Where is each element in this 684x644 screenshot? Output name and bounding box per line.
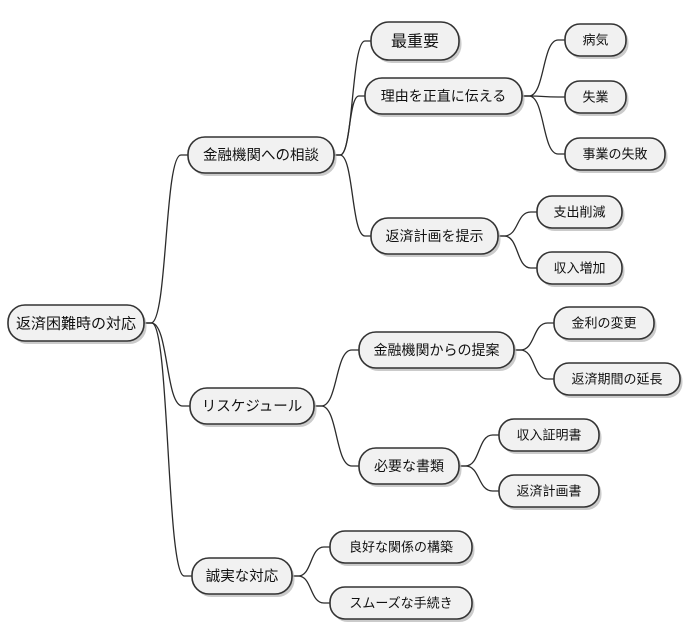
- connector-n2-to-n2b: [314, 405, 359, 467]
- node-label: 金利の変更: [571, 316, 636, 332]
- mindmap-node-n2a2[interactable]: 返済期間の延長: [553, 362, 683, 398]
- mindmap-node-n3a[interactable]: 良好な関係の構築: [329, 530, 475, 566]
- connector-n2b-to-n2b2: [459, 465, 499, 492]
- node-box[interactable]: [191, 557, 293, 595]
- mindmap-node-n2b[interactable]: 必要な書類: [358, 447, 462, 487]
- node-box[interactable]: [498, 418, 600, 452]
- node-box[interactable]: [553, 362, 681, 396]
- node-box[interactable]: [358, 447, 460, 485]
- mindmap-node-n1b1[interactable]: 病気: [564, 23, 629, 59]
- node-box[interactable]: [370, 21, 460, 61]
- connector-n1b-to-n1b1: [522, 39, 565, 97]
- connector-n1-to-n1c: [334, 154, 371, 237]
- node-box[interactable]: [553, 306, 655, 340]
- node-label: 返済計画を提示: [386, 229, 484, 245]
- node-box[interactable]: [498, 474, 600, 508]
- node-label: 返済困難時の対応: [16, 315, 136, 333]
- connector-n3-to-n3b: [292, 575, 330, 604]
- mindmap-node-n3[interactable]: 誠実な対応: [191, 557, 295, 597]
- node-label: 失業: [582, 90, 608, 106]
- node-label: 返済期間の延長: [571, 372, 662, 388]
- mindmap-node-n1b2[interactable]: 失業: [564, 80, 629, 116]
- mindmap-node-root[interactable]: 返済困難時の対応: [7, 304, 147, 344]
- connector-layer: [144, 39, 565, 604]
- node-box[interactable]: [564, 80, 627, 114]
- mindmap-node-n2a[interactable]: 金融機関からの提案: [358, 331, 517, 371]
- node-label: 誠実な対応: [206, 568, 279, 585]
- connector-root-to-n2: [144, 322, 190, 407]
- node-label: 金融機関への相談: [203, 147, 319, 164]
- node-box[interactable]: [370, 217, 499, 255]
- node-label: 必要な書類: [374, 459, 444, 475]
- node-label: 理由を正直に伝える: [381, 88, 507, 105]
- connector-n1c-to-n1c2: [498, 235, 537, 269]
- node-box[interactable]: [564, 137, 666, 171]
- mindmap-node-n1c1[interactable]: 支出削減: [536, 195, 625, 231]
- node-box[interactable]: [364, 77, 523, 115]
- mindmap-node-n1a[interactable]: 最重要: [370, 21, 462, 63]
- mindmap-node-n1b3[interactable]: 事業の失敗: [564, 137, 668, 173]
- connector-root-to-n1: [144, 154, 188, 324]
- connector-n1-to-n1b: [334, 95, 365, 156]
- node-box[interactable]: [564, 23, 627, 57]
- node-label: 金融機関からの提案: [374, 342, 500, 359]
- node-label: 最重要: [391, 32, 439, 51]
- node-label: 収入証明書: [516, 429, 581, 444]
- node-label: 良好な関係の構築: [349, 540, 453, 556]
- mindmap-node-n1c2[interactable]: 収入増加: [536, 251, 625, 287]
- node-box[interactable]: [536, 195, 623, 229]
- mindmap-node-n2[interactable]: リスケジュール: [189, 387, 317, 427]
- node-box[interactable]: [358, 331, 515, 369]
- node-box[interactable]: [329, 586, 473, 620]
- node-label: 病気: [582, 33, 608, 49]
- node-box[interactable]: [7, 304, 145, 342]
- node-box[interactable]: [329, 530, 473, 564]
- node-box[interactable]: [189, 387, 315, 425]
- connector-n2a-to-n2a2: [514, 349, 554, 380]
- mindmap-node-n1c[interactable]: 返済計画を提示: [370, 217, 501, 257]
- mindmap-node-n2b1[interactable]: 収入証明書: [498, 418, 602, 454]
- mindmap-node-n2a1[interactable]: 金利の変更: [553, 306, 657, 342]
- mindmap-node-n1b[interactable]: 理由を正直に伝える: [364, 77, 525, 117]
- mindmap-node-n2b2[interactable]: 返済計画書: [498, 474, 602, 510]
- mindmap-node-n1[interactable]: 金融機関への相談: [187, 136, 337, 176]
- node-label: 事業の失敗: [582, 147, 647, 163]
- connector-n2a-to-n2a1: [514, 322, 554, 351]
- mindmap-node-n3b[interactable]: スムーズな手続き: [329, 586, 475, 622]
- node-box[interactable]: [187, 136, 335, 174]
- node-box[interactable]: [536, 251, 623, 285]
- connector-n3-to-n3a: [292, 546, 330, 577]
- connector-n2b-to-n2b1: [459, 434, 499, 467]
- node-label: リスケジュール: [202, 398, 302, 415]
- connector-n2-to-n2a: [314, 349, 359, 407]
- connector-n1b-to-n1b3: [522, 95, 565, 155]
- node-label: 収入増加: [553, 262, 605, 277]
- node-label: スムーズな手続き: [349, 596, 452, 612]
- connector-root-to-n3: [144, 322, 192, 577]
- connector-n1c-to-n1c1: [498, 211, 537, 237]
- node-label: 返済計画書: [516, 484, 581, 500]
- node-label: 支出削減: [553, 205, 605, 221]
